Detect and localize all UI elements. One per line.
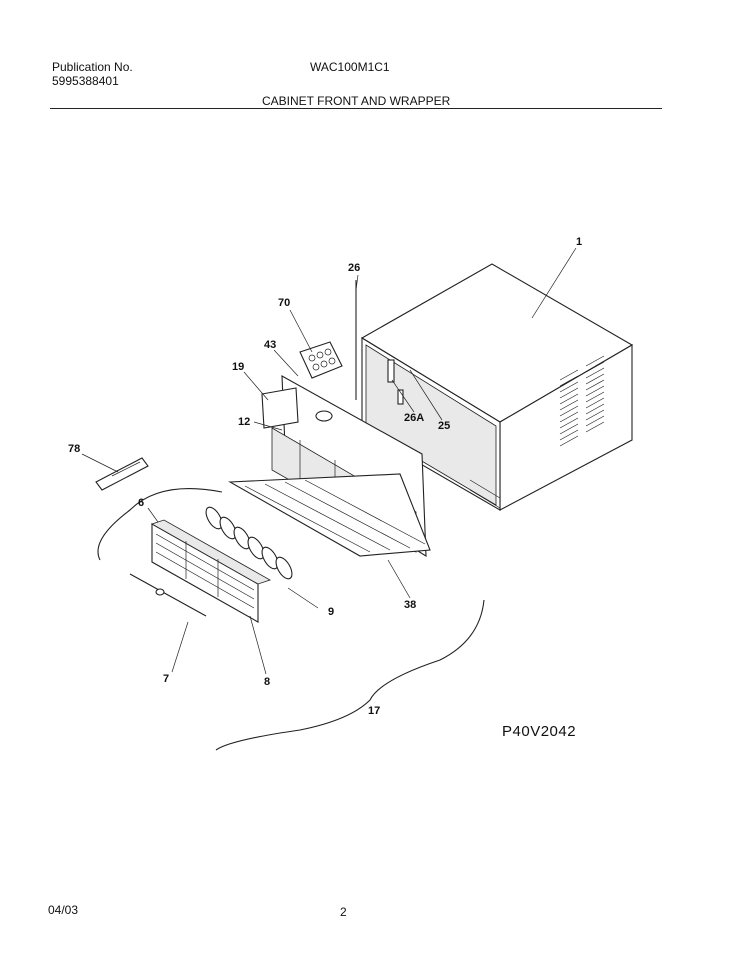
header-rule [50, 108, 662, 109]
callout-70: 70 [278, 297, 291, 309]
callout-26a: 26A [404, 412, 425, 424]
callout-9: 9 [328, 606, 335, 618]
bracket-26a [397, 389, 404, 405]
model-number: WAC100M1C1 [310, 60, 390, 74]
callout-25: 25 [438, 420, 451, 432]
cabinet-wrapper [355, 263, 634, 511]
callout-12: 12 [238, 416, 251, 428]
callout-78: 78 [68, 443, 81, 455]
footer-date: 04/03 [48, 903, 79, 917]
callout-19: 19 [232, 361, 245, 373]
bracket-25 [387, 359, 395, 383]
callout-1: 1 [576, 236, 583, 248]
assembly-brace-17 [215, 599, 485, 751]
air-deflector-bar [129, 573, 207, 617]
callout-8: 8 [264, 676, 271, 688]
publication-label: Publication No. [52, 60, 133, 74]
publication-number: 5995388401 [52, 74, 119, 88]
diagram-code: P40V2042 [502, 723, 577, 740]
section-title: CABINET FRONT AND WRAPPER [262, 94, 451, 108]
remote-control [95, 457, 149, 491]
leader-lines [81, 247, 577, 675]
cabinet-front [228, 375, 431, 558]
assembly-brace-6 [97, 488, 223, 561]
side-louvers [559, 355, 605, 447]
callout-17: 17 [368, 705, 381, 717]
page-number: 2 [340, 905, 347, 919]
callout-43: 43 [264, 339, 277, 351]
callout-7: 7 [163, 673, 170, 685]
callout-6: 6 [138, 497, 145, 509]
louvers [205, 506, 293, 580]
control-panel [299, 341, 343, 379]
callout-38: 38 [404, 599, 417, 611]
front-grille [151, 519, 271, 623]
callout-26: 26 [348, 262, 361, 274]
